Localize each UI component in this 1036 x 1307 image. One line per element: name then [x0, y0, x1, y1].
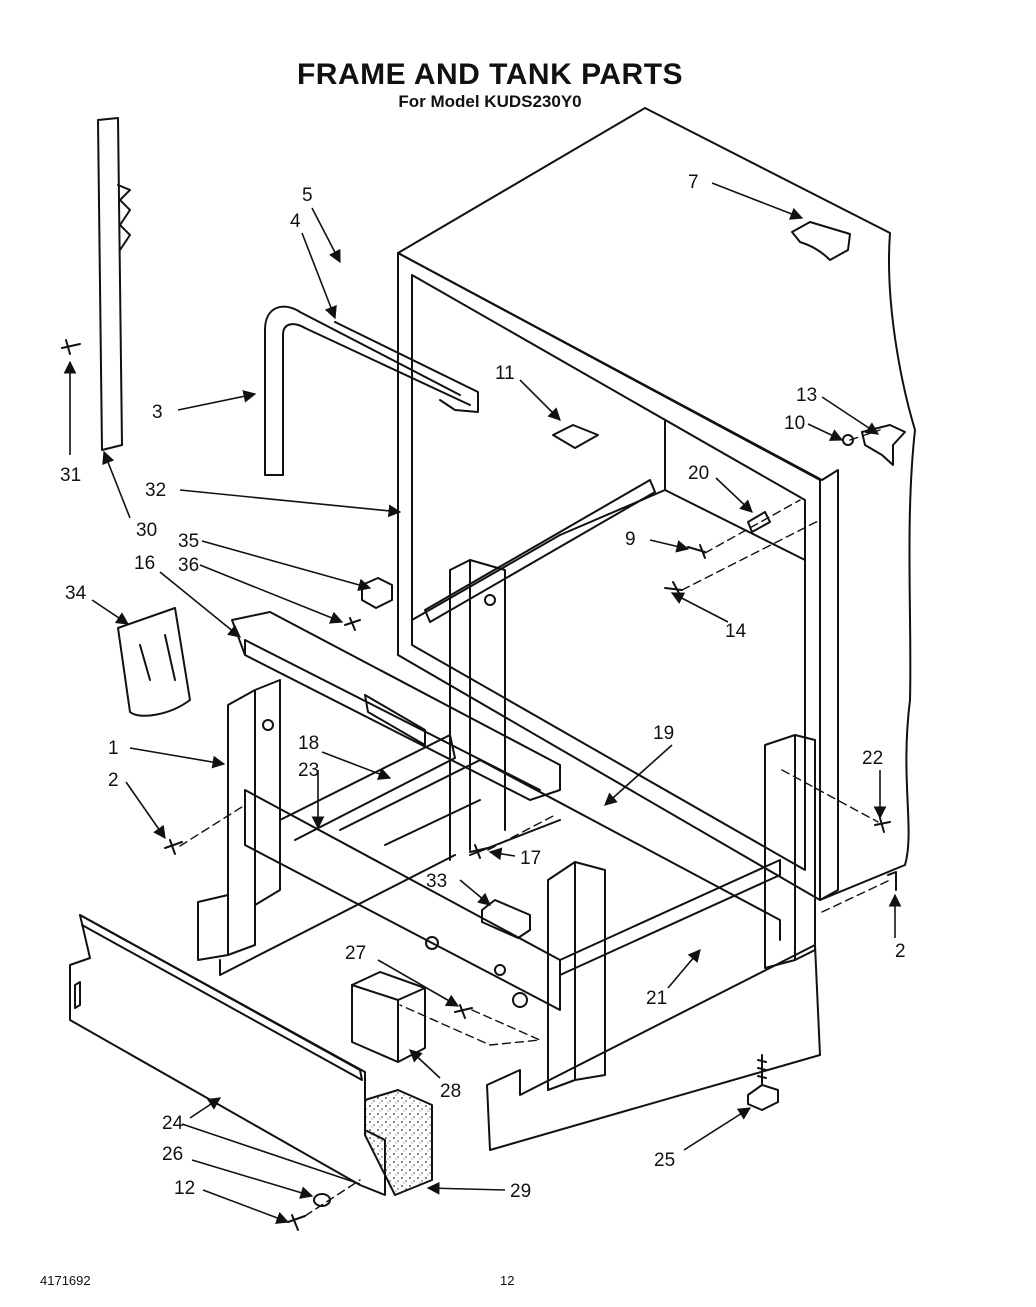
latch — [361, 577, 393, 609]
callout-36: 36 — [178, 555, 199, 576]
screw — [287, 1214, 306, 1231]
callout-24: 24 — [162, 1113, 184, 1134]
callout-21: 21 — [646, 988, 667, 1009]
callout-9: 9 — [625, 529, 636, 550]
callout-7: 7 — [688, 172, 699, 193]
screw — [874, 817, 891, 833]
screw — [687, 544, 706, 559]
callout-33: 33 — [426, 871, 447, 892]
hinge-bracket — [791, 221, 851, 261]
callout-12: 12 — [174, 1178, 195, 1199]
callout-10: 10 — [784, 413, 805, 434]
callout-30: 30 — [136, 520, 157, 541]
fastener-line — [179, 769, 891, 1217]
callout-5: 5 — [302, 185, 313, 206]
spring-plate — [117, 607, 191, 717]
front-leg — [547, 861, 606, 1091]
callout-1: 1 — [108, 738, 119, 759]
hole — [425, 936, 439, 950]
callout-2b: 2 — [895, 941, 906, 962]
spacer — [747, 511, 771, 533]
callout-34: 34 — [65, 583, 87, 604]
callout-23: 23 — [298, 760, 319, 781]
rear-leg — [449, 559, 506, 861]
screw — [164, 839, 183, 855]
page-number: 12 — [500, 1273, 515, 1288]
toe-plate — [486, 944, 821, 1151]
callout-labels: 5 4 7 3 11 13 10 20 9 14 31 30 32 35 16 … — [60, 172, 906, 1202]
page-subtitle: For Model KUDS230Y0 — [398, 92, 582, 111]
hole — [262, 719, 274, 731]
hole — [494, 964, 506, 976]
callout-26: 26 — [162, 1144, 183, 1165]
callout-35: 35 — [178, 531, 199, 552]
leader-lines — [63, 182, 902, 1224]
callout-19: 19 — [653, 723, 674, 744]
callout-18: 18 — [298, 733, 319, 754]
insulation-block — [364, 1089, 433, 1196]
support-bar — [231, 611, 561, 801]
callout-32: 32 — [145, 480, 166, 501]
callout-4: 4 — [290, 211, 301, 232]
callout-25: 25 — [654, 1150, 675, 1171]
hole — [512, 992, 528, 1008]
hole — [484, 594, 496, 606]
base-frame — [197, 679, 781, 1011]
pad — [481, 899, 531, 939]
screw — [469, 844, 489, 859]
callout-13: 13 — [796, 385, 817, 406]
tank — [397, 107, 916, 901]
front-panel — [69, 914, 386, 1196]
screw — [887, 871, 897, 891]
screw — [454, 1004, 473, 1019]
callout-11: 11 — [495, 363, 515, 384]
clip — [552, 424, 599, 449]
vent-tube — [264, 305, 479, 476]
callout-17: 17 — [520, 848, 541, 869]
callout-29: 29 — [510, 1181, 531, 1202]
screw — [344, 617, 361, 631]
document-number: 4171692 — [40, 1273, 91, 1288]
screw — [61, 339, 81, 355]
callout-28: 28 — [440, 1081, 461, 1102]
callout-3: 3 — [152, 402, 163, 423]
callout-22: 22 — [862, 748, 883, 769]
callout-16: 16 — [134, 553, 155, 574]
strike-bracket — [861, 424, 906, 466]
callout-27: 27 — [345, 943, 366, 964]
right-leg — [764, 734, 816, 969]
callout-2a: 2 — [108, 770, 119, 791]
side-rail — [97, 117, 131, 451]
leveling-leg — [747, 1054, 779, 1111]
callout-14: 14 — [725, 621, 747, 642]
callout-31: 31 — [60, 465, 81, 486]
relay-box — [351, 971, 426, 1063]
page-title: FRAME AND TANK PARTS — [296, 58, 684, 91]
callout-20: 20 — [688, 463, 709, 484]
axis-line — [681, 429, 881, 591]
